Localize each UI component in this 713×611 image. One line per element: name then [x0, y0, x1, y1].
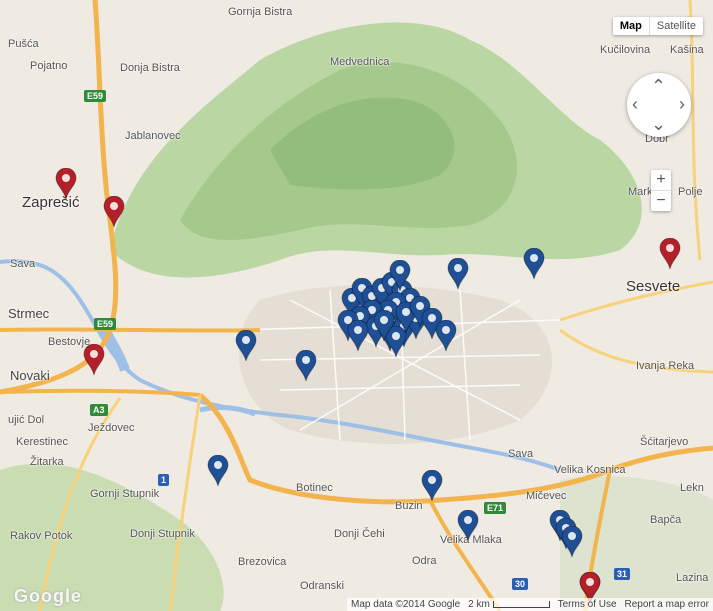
place-label-sesvete: Sesvete: [626, 278, 681, 295]
red-location-marker[interactable]: [579, 572, 601, 604]
red-location-marker[interactable]: [659, 238, 681, 270]
place-label-botinec: Botinec: [296, 482, 333, 494]
place-label-buzin: Buzin: [395, 500, 423, 512]
road-shield-e59-west: E59: [94, 318, 117, 330]
road-shield-road-30: 30: [512, 578, 529, 590]
road-shield-a3: A3: [90, 404, 108, 416]
place-label-odra: Odra: [412, 555, 437, 567]
blue-location-marker[interactable]: [373, 310, 395, 342]
pan-up-icon[interactable]: ⌃: [651, 76, 667, 96]
place-label-donji-cehi: Donji Čehi: [334, 528, 385, 540]
place-label-bestovje: Bestovje: [48, 336, 91, 348]
blue-location-marker[interactable]: [347, 320, 369, 352]
terms-of-use-link[interactable]: Terms of Use: [557, 599, 617, 610]
road-shield-road-31: 31: [614, 568, 631, 580]
map-footer: Map data ©2014 Google 2 km Terms of Use …: [347, 598, 713, 611]
blue-location-marker[interactable]: [389, 260, 411, 292]
place-label-novaki: Novaki: [10, 368, 50, 383]
map-type-satellite-button[interactable]: Satellite: [656, 20, 696, 32]
blue-location-marker[interactable]: [523, 248, 545, 280]
place-label-jablanovec: Jablanovec: [125, 130, 181, 142]
blue-location-marker[interactable]: [435, 320, 457, 352]
place-label-kucilovina: Kučilovina: [600, 44, 651, 56]
zoom-out-button[interactable]: −: [656, 192, 666, 209]
blue-location-marker[interactable]: [561, 526, 583, 558]
place-label-kerestinec: Kerestinec: [16, 436, 68, 448]
google-logo[interactable]: Google: [14, 586, 82, 606]
place-label-brezovica: Brezovica: [238, 556, 287, 568]
place-label-pusca: Pušća: [8, 38, 39, 50]
place-label-bapca: Bapča: [650, 514, 682, 526]
pan-left-icon[interactable]: ‹: [632, 94, 638, 114]
road-shield-e59-north: E59: [84, 90, 107, 102]
road-shield-e71: E71: [484, 502, 507, 514]
blue-location-marker[interactable]: [207, 455, 229, 487]
place-label-odranski: Odranski: [300, 580, 345, 592]
zoom-in-button[interactable]: +: [651, 170, 671, 191]
red-location-marker[interactable]: [55, 168, 77, 200]
red-location-marker[interactable]: [83, 344, 105, 376]
place-label-kasina: Kašina: [670, 44, 704, 56]
place-label-gornji-stupnik: Gornji Stupnik: [90, 488, 160, 500]
place-label-sava-w: Sava: [10, 258, 36, 270]
place-label-lekn: Lekn: [680, 482, 704, 494]
place-label-jezdovec: Ježdovec: [88, 422, 135, 434]
blue-location-marker[interactable]: [235, 330, 257, 362]
place-label-medvednica: Medvednica: [330, 56, 390, 68]
map-type-control: Map Satellite: [612, 17, 703, 35]
scale-label: 2 km: [468, 599, 550, 610]
place-label-velika-mlaka: Velika Mlaka: [440, 534, 502, 546]
pan-right-icon[interactable]: ›: [679, 94, 685, 114]
scale-bar: [492, 600, 550, 608]
place-label-sava-e: Sava: [508, 448, 534, 460]
place-label-donja-bistra: Donja Bistra: [120, 62, 180, 74]
place-label-polje: Polje: [678, 186, 703, 198]
place-label-ivanja-reka: Ivanja Reka: [636, 360, 695, 372]
road-shield-road-1: 1: [158, 474, 170, 486]
place-label-pojatno: Pojatno: [30, 60, 68, 72]
blue-location-marker[interactable]: [457, 510, 479, 542]
pan-control[interactable]: ⌃ ‹ › ⌄: [627, 73, 691, 137]
place-label-velika-kosnica: Velika Kosnica: [554, 464, 626, 476]
blue-location-marker[interactable]: [421, 470, 443, 502]
map-type-map-button[interactable]: Map: [613, 17, 650, 35]
place-label-strmec: Strmec: [8, 306, 50, 321]
report-map-error-link[interactable]: Report a map error: [624, 599, 709, 610]
place-label-donji-stupnik: Donji Stupnik: [130, 528, 195, 540]
blue-location-marker[interactable]: [295, 350, 317, 382]
place-label-micevec: Mičevec: [526, 490, 567, 502]
zoom-control: + −: [651, 170, 671, 211]
place-label-lazina: Lazina: [676, 572, 709, 584]
blue-location-marker[interactable]: [385, 326, 407, 358]
red-location-marker[interactable]: [103, 196, 125, 228]
pan-down-icon[interactable]: ⌄: [651, 114, 667, 134]
map-data-attribution: Map data ©2014 Google: [351, 599, 461, 610]
place-label-zapresic: Zaprešić: [22, 194, 80, 211]
place-label-ujic-dol: ujić Dol: [8, 414, 45, 426]
place-label-rakov-potok: Rakov Potok: [10, 530, 73, 542]
blue-location-marker[interactable]: [447, 258, 469, 290]
place-label-zitarka: Žitarka: [30, 456, 64, 468]
place-label-scitarjevo: Šćitarjevo: [640, 436, 689, 448]
place-label-gornja-bistra: Gornja Bistra: [228, 6, 293, 18]
